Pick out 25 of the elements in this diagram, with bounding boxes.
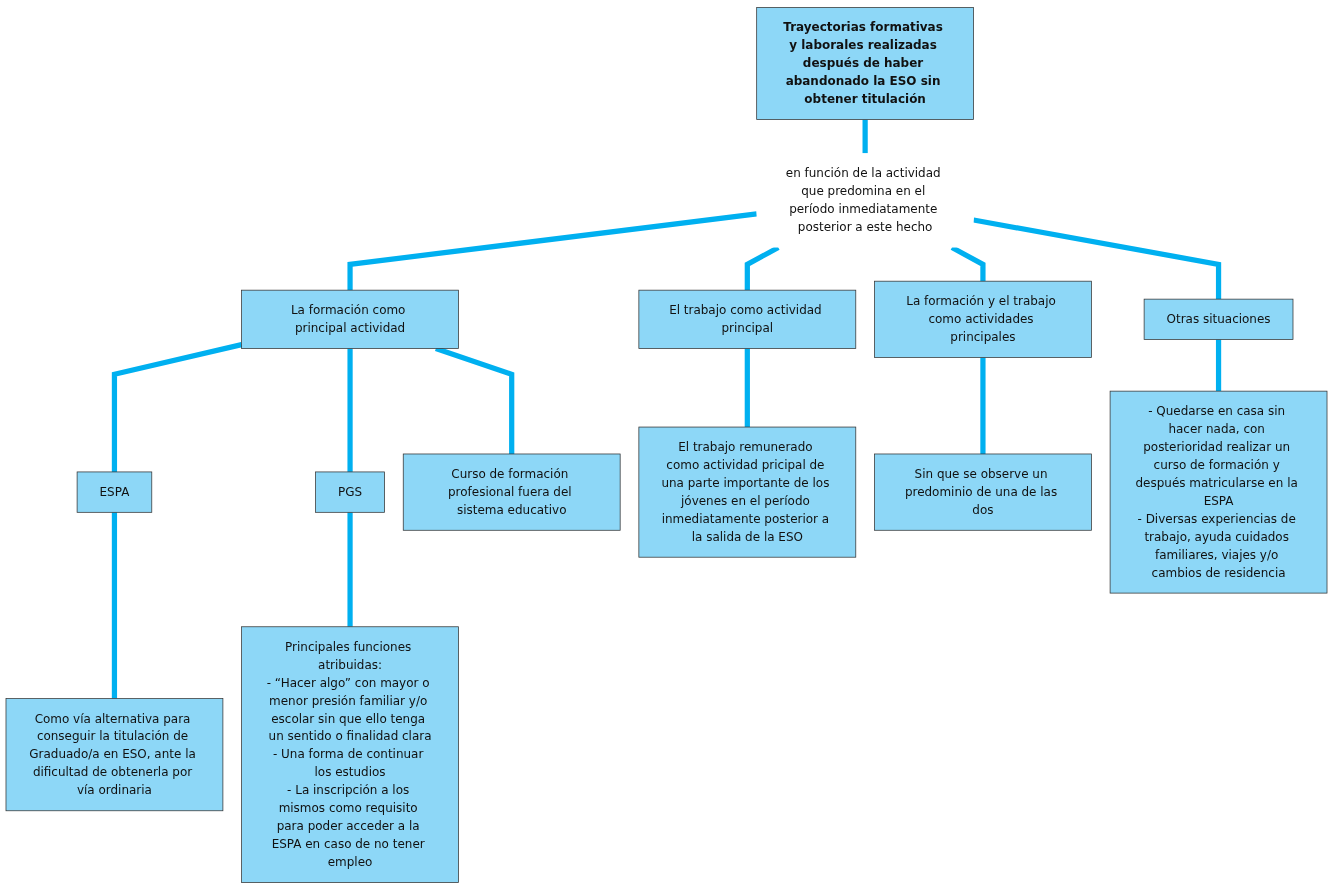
node-text: en función de la actividad que predomina en el período inmediatamente posterior a este hecho: [785, 166, 941, 235]
connector: [1215, 339, 1222, 392]
node-box: Curso de formación profesional fuera del sistema educativo: [402, 453, 621, 531]
node-box: Principales funciones atribuidas: - “Hacer algo” con mayor o menor presión familiar y/o escolar sin que ello tenga un sentido o finalidad clara - Una forma de continuar los estudios - La inscripción a los mismos como requisito para poder acceder a la ESPA en caso de no tener empleo: [241, 626, 459, 883]
node-box: PGS: [315, 471, 385, 513]
connector: [347, 211, 757, 291]
node-box: ESPA: [76, 471, 153, 513]
node-box: Como vía alternativa para conseguir la titulación de Graduado/a en ESO, ante la dificultad de obtenerla por vía ordinaria: [5, 698, 224, 812]
connector: [347, 512, 353, 627]
node-box: Trayectorias formativas y laborales realizadas después de haber abandonado la ESO sin obtener titulación: [756, 7, 974, 120]
node-box: La formación como principal actividad: [241, 289, 459, 349]
connector: [950, 245, 986, 282]
node-box: La formación y el trabajo como actividades principales: [874, 280, 1092, 358]
node-box: Sin que se observe un predominio de una de las dos: [874, 453, 1092, 531]
connector: [980, 357, 986, 454]
node-box: El trabajo como actividad principal: [638, 289, 857, 349]
connector: [973, 217, 1222, 300]
node-box: Otras situaciones: [1143, 298, 1294, 340]
connector: [862, 119, 868, 154]
connector: [111, 342, 243, 472]
node-box: El trabajo remunerado como actividad pricipal de una parte importante de los jóvenes en el período inmediatamente posterior a la salida de la ESO: [638, 426, 857, 558]
connector: [111, 512, 118, 699]
connector: [744, 348, 750, 428]
connector: [347, 348, 353, 472]
node-box: - Quedarse en casa sin hacer nada, con posterioridad realizar un curso de formación y después matricularse en la ESPA - Diversas experiencias de trabajo, ayuda cuidados familiares, viajes y/o cambios de residencia: [1109, 390, 1328, 594]
